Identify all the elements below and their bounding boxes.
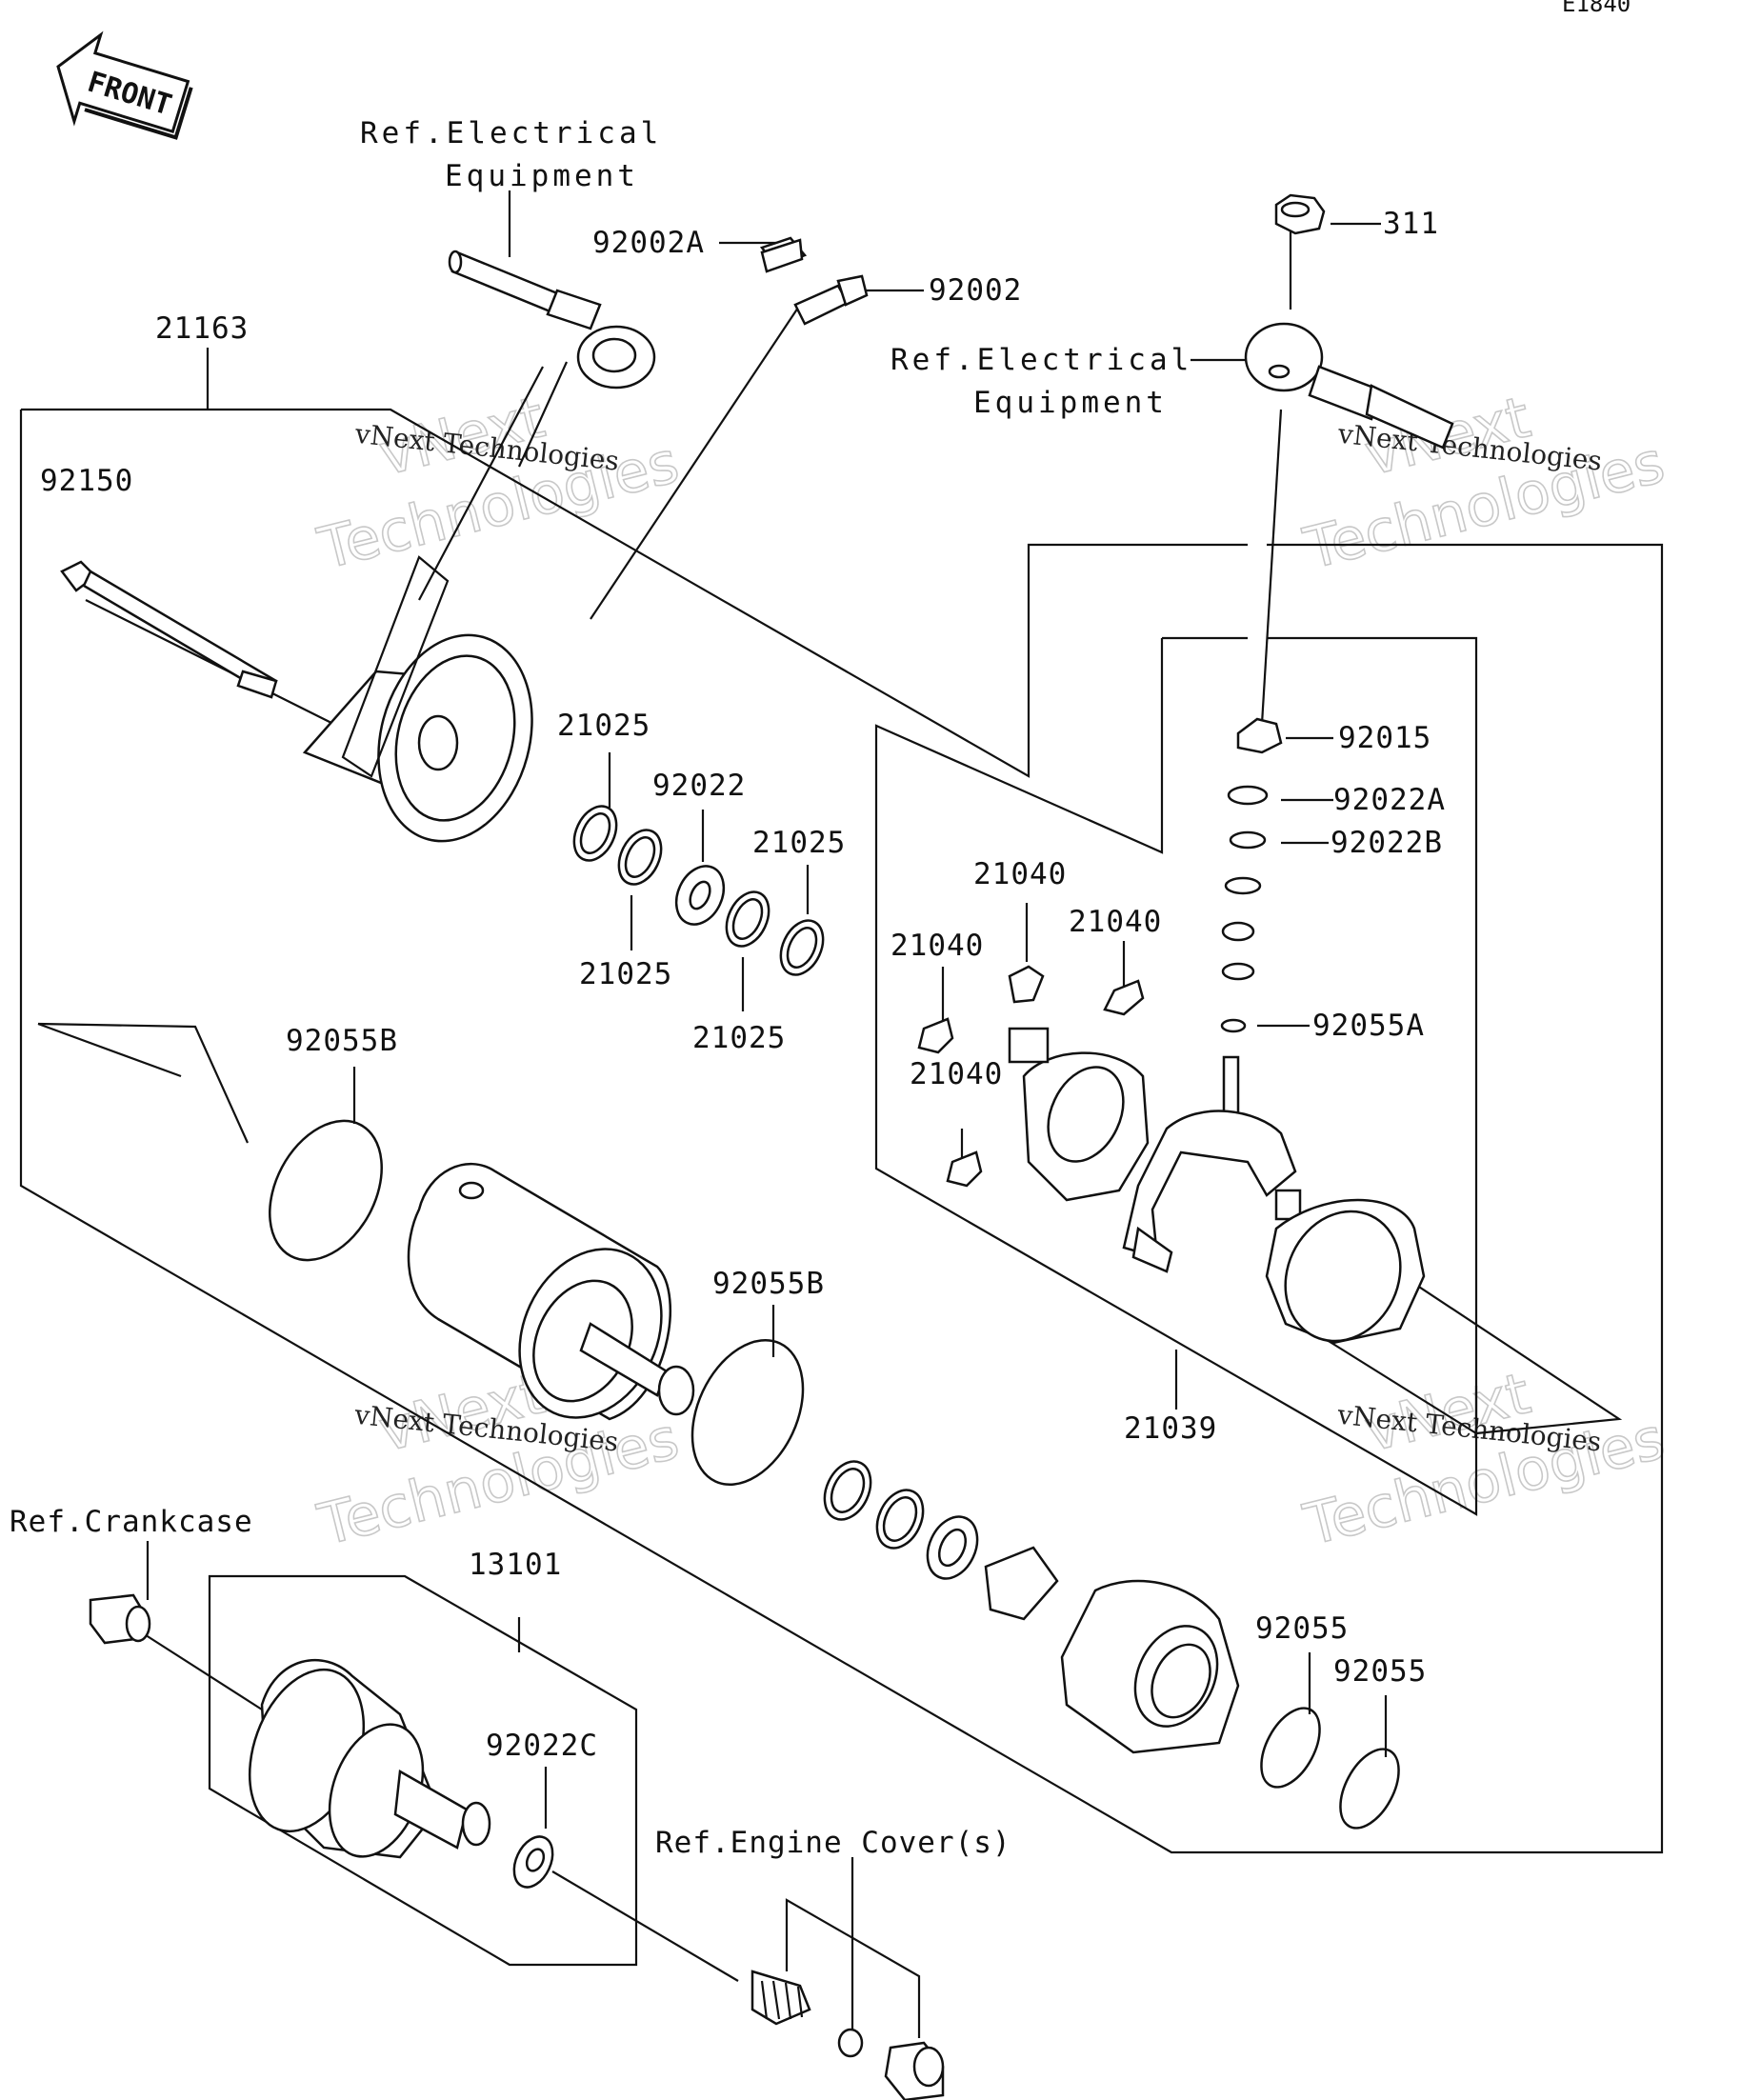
ref-electrical-right-line2: Equipment [973, 386, 1168, 420]
part-label-21040-a: 21040 [973, 857, 1067, 891]
part-label-92022A: 92022A [1333, 783, 1446, 817]
part-label-92150: 92150 [40, 464, 133, 498]
rear-cover-21163 [302, 555, 533, 843]
part-label-92002: 92002 [929, 273, 1022, 308]
watermark-top-left: vNext Technologies vNext Technologies [311, 383, 686, 583]
diagram-code: E1840 [1562, 0, 1631, 17]
part-label-21163: 21163 [155, 311, 249, 346]
electrical-cable-right [1244, 322, 1454, 450]
part-label-21040-c: 21040 [891, 929, 984, 963]
ref-electrical-top-line2: Equipment [445, 159, 639, 193]
part-label-92055B-center: 92055B [712, 1267, 825, 1301]
bolt-92002 [793, 274, 869, 326]
part-label-13101: 13101 [469, 1548, 562, 1582]
part-label-21040-d: 21040 [910, 1057, 1003, 1091]
leader-lines [37, 190, 1623, 2038]
bolt-92002A [759, 236, 808, 273]
part-label-21040-b: 21040 [1069, 905, 1162, 939]
part-label-21025-b: 21025 [752, 826, 846, 860]
bolt-92150 [60, 560, 278, 699]
part-label-92055-b: 92055 [1333, 1654, 1427, 1689]
part-label-92055A: 92055A [1312, 1009, 1425, 1043]
nut-311 [1274, 193, 1326, 235]
part-label-21025-a: 21025 [557, 709, 650, 743]
assembly-outline-21039 [874, 636, 1478, 1516]
electrical-cable-top [448, 250, 656, 390]
part-label-21025-c: 21025 [579, 957, 672, 991]
starter-clutch-13101 [248, 1658, 554, 1889]
motor-yoke [407, 1162, 695, 1421]
ref-engine-cover: Ref.Engine Cover(s) [655, 1826, 1011, 1860]
washers-center [823, 1460, 1059, 1621]
washers-21025-92022 [572, 805, 825, 976]
watermark-bottom-right: vNext Technologies vNext Technologies [1297, 1359, 1671, 1559]
part-label-92022C: 92022C [486, 1729, 598, 1763]
o-ring-92055B-center [690, 1338, 805, 1487]
part-label-92002A: 92002A [592, 226, 705, 260]
part-label-21025-d: 21025 [692, 1021, 786, 1055]
part-label-92022B: 92022B [1331, 826, 1443, 860]
watermark-top-right: vNext Technologies vNext Technologies [1297, 383, 1671, 583]
bushing-crankcase [89, 1593, 151, 1645]
part-label-21039: 21039 [1124, 1411, 1217, 1446]
part-label-92015: 92015 [1338, 721, 1431, 755]
assembly-outline-21163 [19, 408, 1664, 1854]
part-label-92055-a: 92055 [1255, 1611, 1349, 1646]
part-label-92055B-left: 92055B [286, 1024, 398, 1058]
o-rings-92055 [1260, 1707, 1400, 1830]
o-ring-92055B-left [269, 1119, 383, 1262]
part-label-311: 311 [1383, 207, 1439, 241]
front-arrow-icon: FRONT [56, 30, 193, 140]
spring-and-bushings [750, 1970, 945, 2100]
ref-crankcase: Ref.Crankcase [10, 1505, 253, 1539]
assembly-outline-13101 [208, 1574, 638, 1967]
brush-holder-assembly [917, 717, 1426, 1345]
part-label-92022: 92022 [652, 769, 746, 803]
ref-electrical-right-line1: Ref.Electrical [891, 343, 1192, 377]
front-cover [1060, 1579, 1240, 1754]
ref-electrical-top-line1: Ref.Electrical [360, 116, 662, 150]
